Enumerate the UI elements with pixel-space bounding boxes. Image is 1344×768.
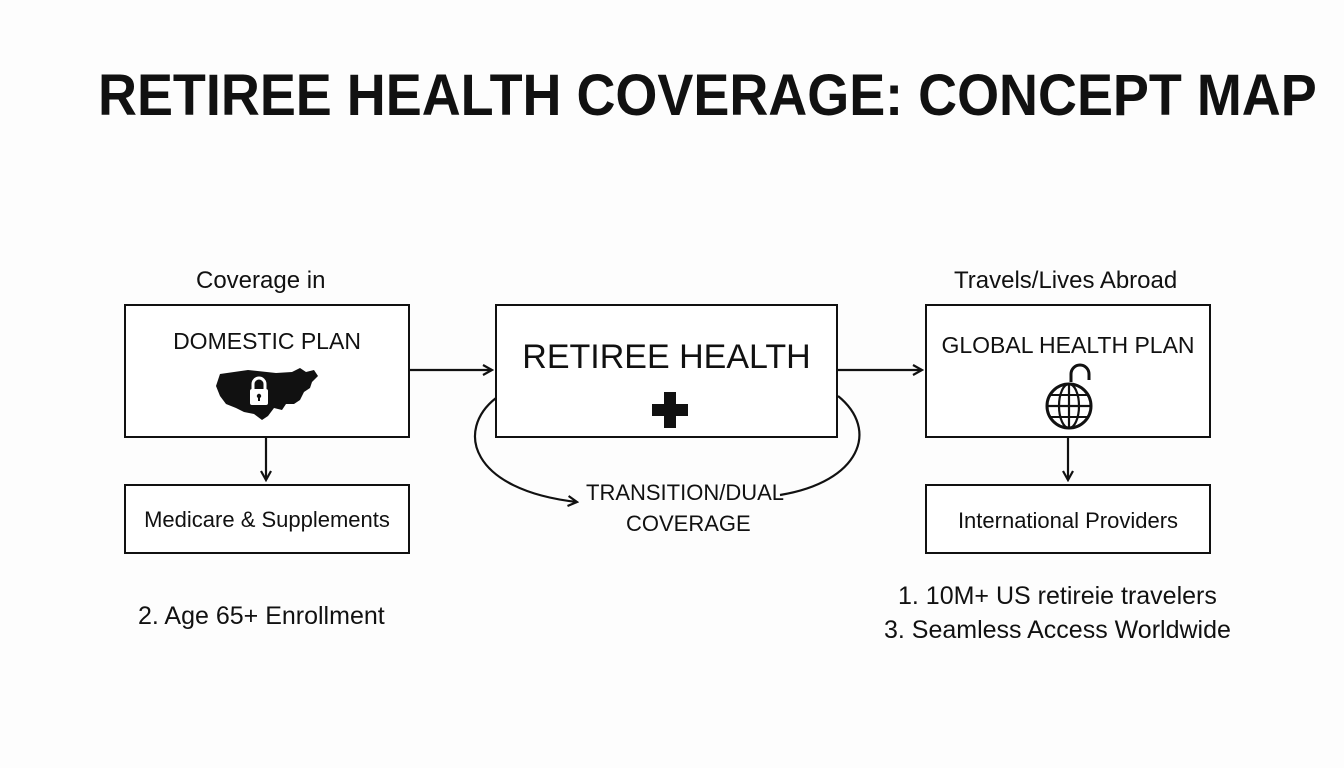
medicare-label: Medicare & Supplements	[144, 507, 390, 532]
retiree-health-title: RETIREE HEALTH	[522, 338, 811, 376]
transition-loop-left	[473, 397, 577, 502]
international-providers-label: International Providers	[957, 508, 1179, 533]
medicare-box: Medicare & Supplements	[124, 484, 410, 554]
page-title: RETIREE HEALTH COVERAGE: CONCEPT MAP	[98, 63, 1317, 128]
transition-label-line2: COVERAGE	[626, 511, 751, 536]
global-plan-title: GLOBAL HEALTH PLAN	[941, 332, 1195, 358]
retiree-travelers-note: 1. 10M+ US retireie travelers	[898, 582, 1217, 610]
age-enrollment-note: 2. Age 65+ Enrollment	[138, 602, 385, 630]
global-plan-box: GLOBAL HEALTH PLAN	[925, 304, 1211, 438]
us-map-lock-icon	[216, 368, 318, 420]
international-providers-box: International Providers	[925, 484, 1211, 554]
transition-loop-right	[779, 395, 861, 497]
medical-cross-icon	[652, 392, 688, 428]
domestic-caption: Coverage in	[196, 267, 326, 294]
seamless-access-note: 3. Seamless Access Worldwide	[884, 616, 1231, 644]
globe-lock-icon	[1045, 363, 1093, 430]
transition-label-line1: TRANSITION/DUAL	[586, 480, 785, 505]
abroad-caption: Travels/Lives Abroad	[954, 267, 1178, 294]
domestic-plan-box: DOMESTIC PLAN	[124, 304, 410, 438]
domestic-plan-title: DOMESTIC PLAN	[173, 328, 361, 354]
retiree-health-box: RETIREE HEALTH	[495, 304, 838, 438]
